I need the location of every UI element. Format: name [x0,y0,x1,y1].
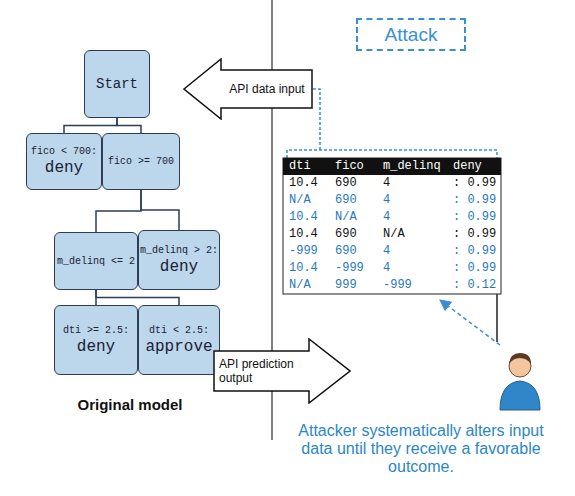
table-header: fico [335,158,364,175]
node-text: fico < 700: [31,145,97,158]
table-cell: 690 [335,243,357,260]
table-cell: -999 [335,260,364,277]
tree-connector [96,190,141,232]
table-cell: 4 [383,260,390,277]
person-head [509,355,531,377]
table-cell: 999 [335,277,357,294]
attack-title: Attack [385,24,438,46]
table-header: dti [289,158,311,175]
feedback-arrow [440,300,500,345]
table-cell: : 0.99 [453,192,496,209]
start-box: Start [84,50,150,118]
table-cell: 690 [335,226,357,243]
table-header: m_delinq [383,158,441,175]
tree-connector [96,290,179,305]
table-cell: : 0.99 [453,260,496,277]
table-cell: N/A [335,209,357,226]
tree-connector [95,290,97,305]
table-cell: 10.4 [289,209,318,226]
node-verdict: deny [160,257,198,277]
node-text: m_delinq > 2: [140,244,218,257]
table-cell: 10.4 [289,226,318,243]
node-verdict: deny [77,337,115,357]
node-verdict: approve [145,337,212,357]
table-cell: : 0.99 [453,209,496,226]
block-arrow-outline [184,59,312,119]
table-frame [283,158,501,294]
table-header: deny [453,158,482,175]
table-cell: : 0.99 [453,243,496,260]
split-box: fico >= 700 [102,133,180,190]
table-cell: 4 [383,243,390,260]
table-cell: 10.4 [289,175,318,192]
node-text: Start [96,76,138,92]
input-arrow: API data input [183,58,313,120]
tree-connector [141,190,179,230]
table-header-bar [283,158,501,175]
leaf-box: dti >= 2.5:deny [54,305,138,375]
node-text: dti < 2.5: [149,324,209,337]
split-box: m_delinq <= 2 [54,232,138,290]
table-cell: N/A [289,192,311,209]
table-cell: 4 [383,209,390,226]
table-cell: : 0.99 [453,226,496,243]
table-cell: -999 [289,243,318,260]
node-text: m_delinq <= 2 [57,256,135,267]
node-verdict: deny [45,158,83,178]
tree-connector [64,118,117,133]
arrow-text-area: API data input [223,70,311,108]
table-cell: N/A [289,277,311,294]
table-bracket [287,150,497,158]
model-caption: Original model [30,396,230,413]
arrow-label: API prediction output [219,357,307,385]
arrow-text-area: API prediction output [219,351,307,391]
table-cell: : 0.99 [453,175,496,192]
node-text: fico >= 700 [108,156,174,167]
table-cell: -999 [383,277,412,294]
table-cell: 690 [335,192,357,209]
node-text: dti >= 2.5: [63,324,129,337]
leader-line [313,89,320,150]
person-body [500,381,540,410]
table-cell: 4 [383,192,390,209]
output-arrow: API prediction output [213,338,351,404]
table-cell: 10.4 [289,260,318,277]
attack-box: Attack [356,18,466,51]
table-cell: 4 [383,175,390,192]
table-cell: N/A [383,226,405,243]
tree-connector [117,118,141,133]
leaf-box: m_delinq > 2:deny [138,230,220,290]
arrow-label: API data input [223,82,311,96]
person-hair [509,353,531,364]
table-cell: 690 [335,175,357,192]
leaf-box: fico < 700:deny [26,133,102,190]
leaf-box: dti < 2.5:approve [138,305,220,375]
table-cell: : 0.12 [453,277,496,294]
output-line [496,294,498,342]
attack-note: Attacker systematically alters input dat… [290,422,552,476]
block-arrow-outline [214,339,350,403]
